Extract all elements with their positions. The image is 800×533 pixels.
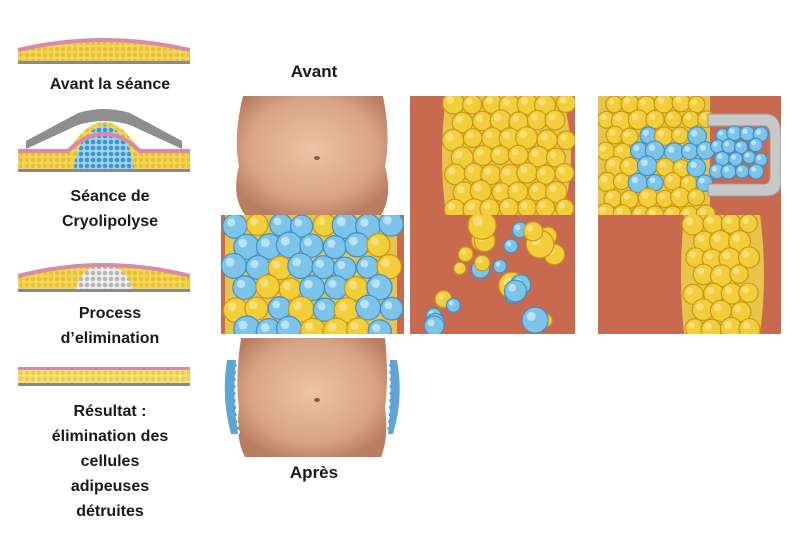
- step-label-before: Avant la séance: [49, 76, 171, 93]
- reduced-fat-tile: [598, 215, 781, 334]
- step-label-result: Résultat : élimination des cellules adip…: [51, 403, 169, 520]
- frozen-cells-tile: [221, 215, 404, 334]
- heading-after: Après: [289, 463, 339, 482]
- thin-fat-layer-icon: [18, 364, 190, 388]
- cells-elimination-tile: [410, 215, 575, 334]
- skin-fat-layer-icon: [17, 28, 191, 66]
- heading-before: Avant: [290, 62, 338, 81]
- body-after-image: [221, 338, 404, 457]
- cooling-applicator-icon: [18, 103, 190, 175]
- step-label-session: Séance de Cryolipolyse: [61, 188, 159, 230]
- step-label-elimination: Process d’elimination: [60, 305, 160, 347]
- body-before-image: [221, 96, 404, 215]
- applicator-cooling-tile: [598, 96, 781, 215]
- fat-cells-before-tile: [410, 96, 575, 215]
- fat-elimination-icon: [17, 252, 191, 294]
